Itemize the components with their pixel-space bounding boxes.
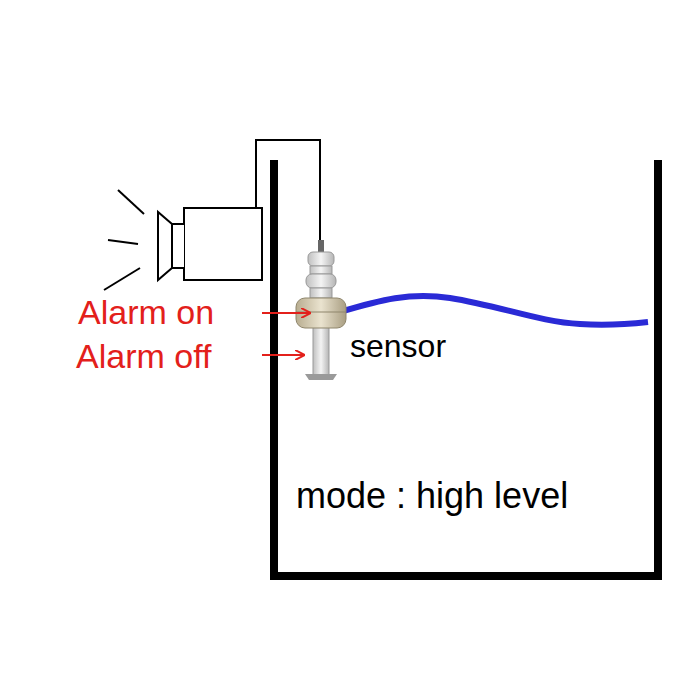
alarm-off-label: Alarm off	[76, 336, 211, 376]
horn	[158, 212, 184, 280]
sensor-label: sensor	[350, 326, 446, 366]
sound-wave	[108, 240, 138, 244]
water-level	[340, 296, 648, 325]
float-sensor	[296, 240, 346, 380]
tank-wall	[274, 160, 658, 576]
pointer-arrow	[262, 312, 310, 314]
sound-wave	[118, 190, 144, 214]
wire	[256, 140, 320, 250]
alarm-box	[184, 208, 262, 280]
sound-wave	[104, 268, 140, 290]
alarm-on-label: Alarm on	[78, 292, 214, 332]
mode-label: mode : high level	[296, 476, 568, 516]
pointer-arrow	[262, 354, 304, 356]
